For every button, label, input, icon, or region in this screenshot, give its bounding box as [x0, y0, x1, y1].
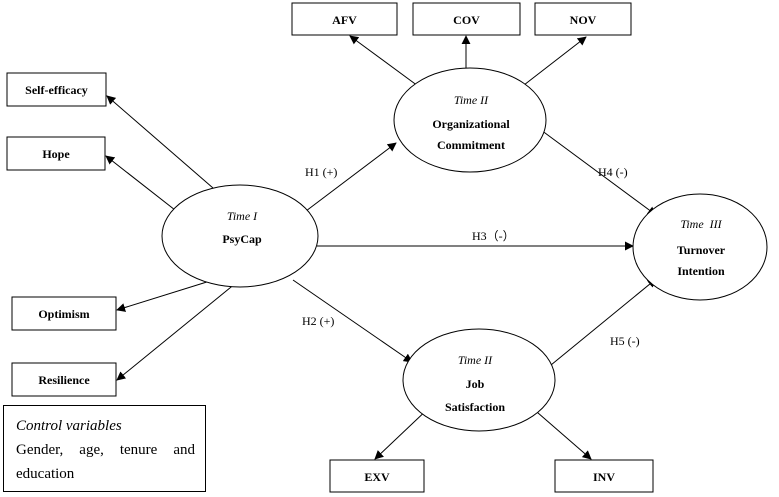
psycap-label: PsyCap — [222, 232, 262, 246]
node-nov: NOV — [534, 2, 632, 36]
turnover-time: Time III — [680, 217, 722, 231]
satisfaction-time: Time II — [458, 353, 493, 367]
svg-text:Optimism: Optimism — [38, 307, 89, 321]
svg-text:Resilience: Resilience — [38, 373, 90, 387]
arrow-commitment-afv — [349, 35, 419, 87]
commitment-label-line1: Organizational — [432, 117, 510, 131]
svg-text:Self-efficacy: Self-efficacy — [25, 83, 88, 97]
arrow-h2 — [292, 279, 413, 363]
control-variables-title: Control variables — [16, 418, 122, 434]
satisfaction-label-line1: Job — [466, 377, 485, 391]
node-resilience: Resilience — [11, 362, 117, 397]
label-h3: H3（-） — [472, 229, 515, 243]
commitment-time: Time II — [454, 93, 489, 107]
arrow-h5 — [539, 278, 657, 375]
node-hope: Hope — [6, 136, 106, 171]
node-cov: COV — [412, 2, 521, 36]
svg-text:Hope: Hope — [42, 147, 70, 161]
control-variables-text: Gender, age, tenure and education — [16, 442, 195, 482]
arrow-psycap-optimism — [116, 280, 211, 312]
node-exv: EXV — [329, 459, 425, 493]
svg-text:NOV: NOV — [570, 13, 597, 27]
control-variables-box: Control variables Gender, age, tenure an… — [3, 405, 206, 492]
node-optimism: Optimism — [11, 296, 117, 331]
node-afv: AFV — [291, 2, 398, 36]
psycap-time: Time I — [227, 209, 258, 223]
svg-text:INV: INV — [593, 470, 615, 484]
satisfaction-label-line2: Satisfaction — [445, 400, 505, 414]
arrow-psycap-resilience — [116, 282, 237, 381]
label-h1: H1 (+) — [305, 165, 337, 179]
arrow-h1 — [305, 142, 397, 212]
svg-text:AFV: AFV — [332, 13, 357, 27]
arrow-commitment-nov — [523, 36, 587, 86]
arrow-satisfaction-inv — [529, 405, 592, 460]
label-h4: H4 (-) — [598, 165, 628, 179]
node-job-satisfaction: Time II Job Satisfaction — [402, 328, 556, 432]
node-inv: INV — [554, 459, 654, 493]
arrow-psycap-self-efficacy — [106, 95, 214, 189]
node-self-efficacy: Self-efficacy — [6, 72, 107, 107]
node-turnover-intention: Time III Turnover Intention — [632, 193, 768, 301]
arrow-h4 — [540, 129, 657, 216]
turnover-label-line2: Intention — [677, 264, 725, 278]
commitment-label-line2: Commitment — [437, 138, 505, 152]
svg-text:COV: COV — [453, 13, 480, 27]
turnover-label-line1: Turnover — [677, 243, 726, 257]
svg-text:EXV: EXV — [364, 470, 390, 484]
arrow-psycap-hope — [105, 155, 176, 211]
label-h2: H2 (+) — [302, 314, 334, 328]
node-organizational-commitment: Time II Organizational Commitment — [393, 67, 547, 173]
label-h5: H5 (-) — [610, 334, 640, 348]
node-psycap: Time I PsyCap — [161, 184, 319, 288]
